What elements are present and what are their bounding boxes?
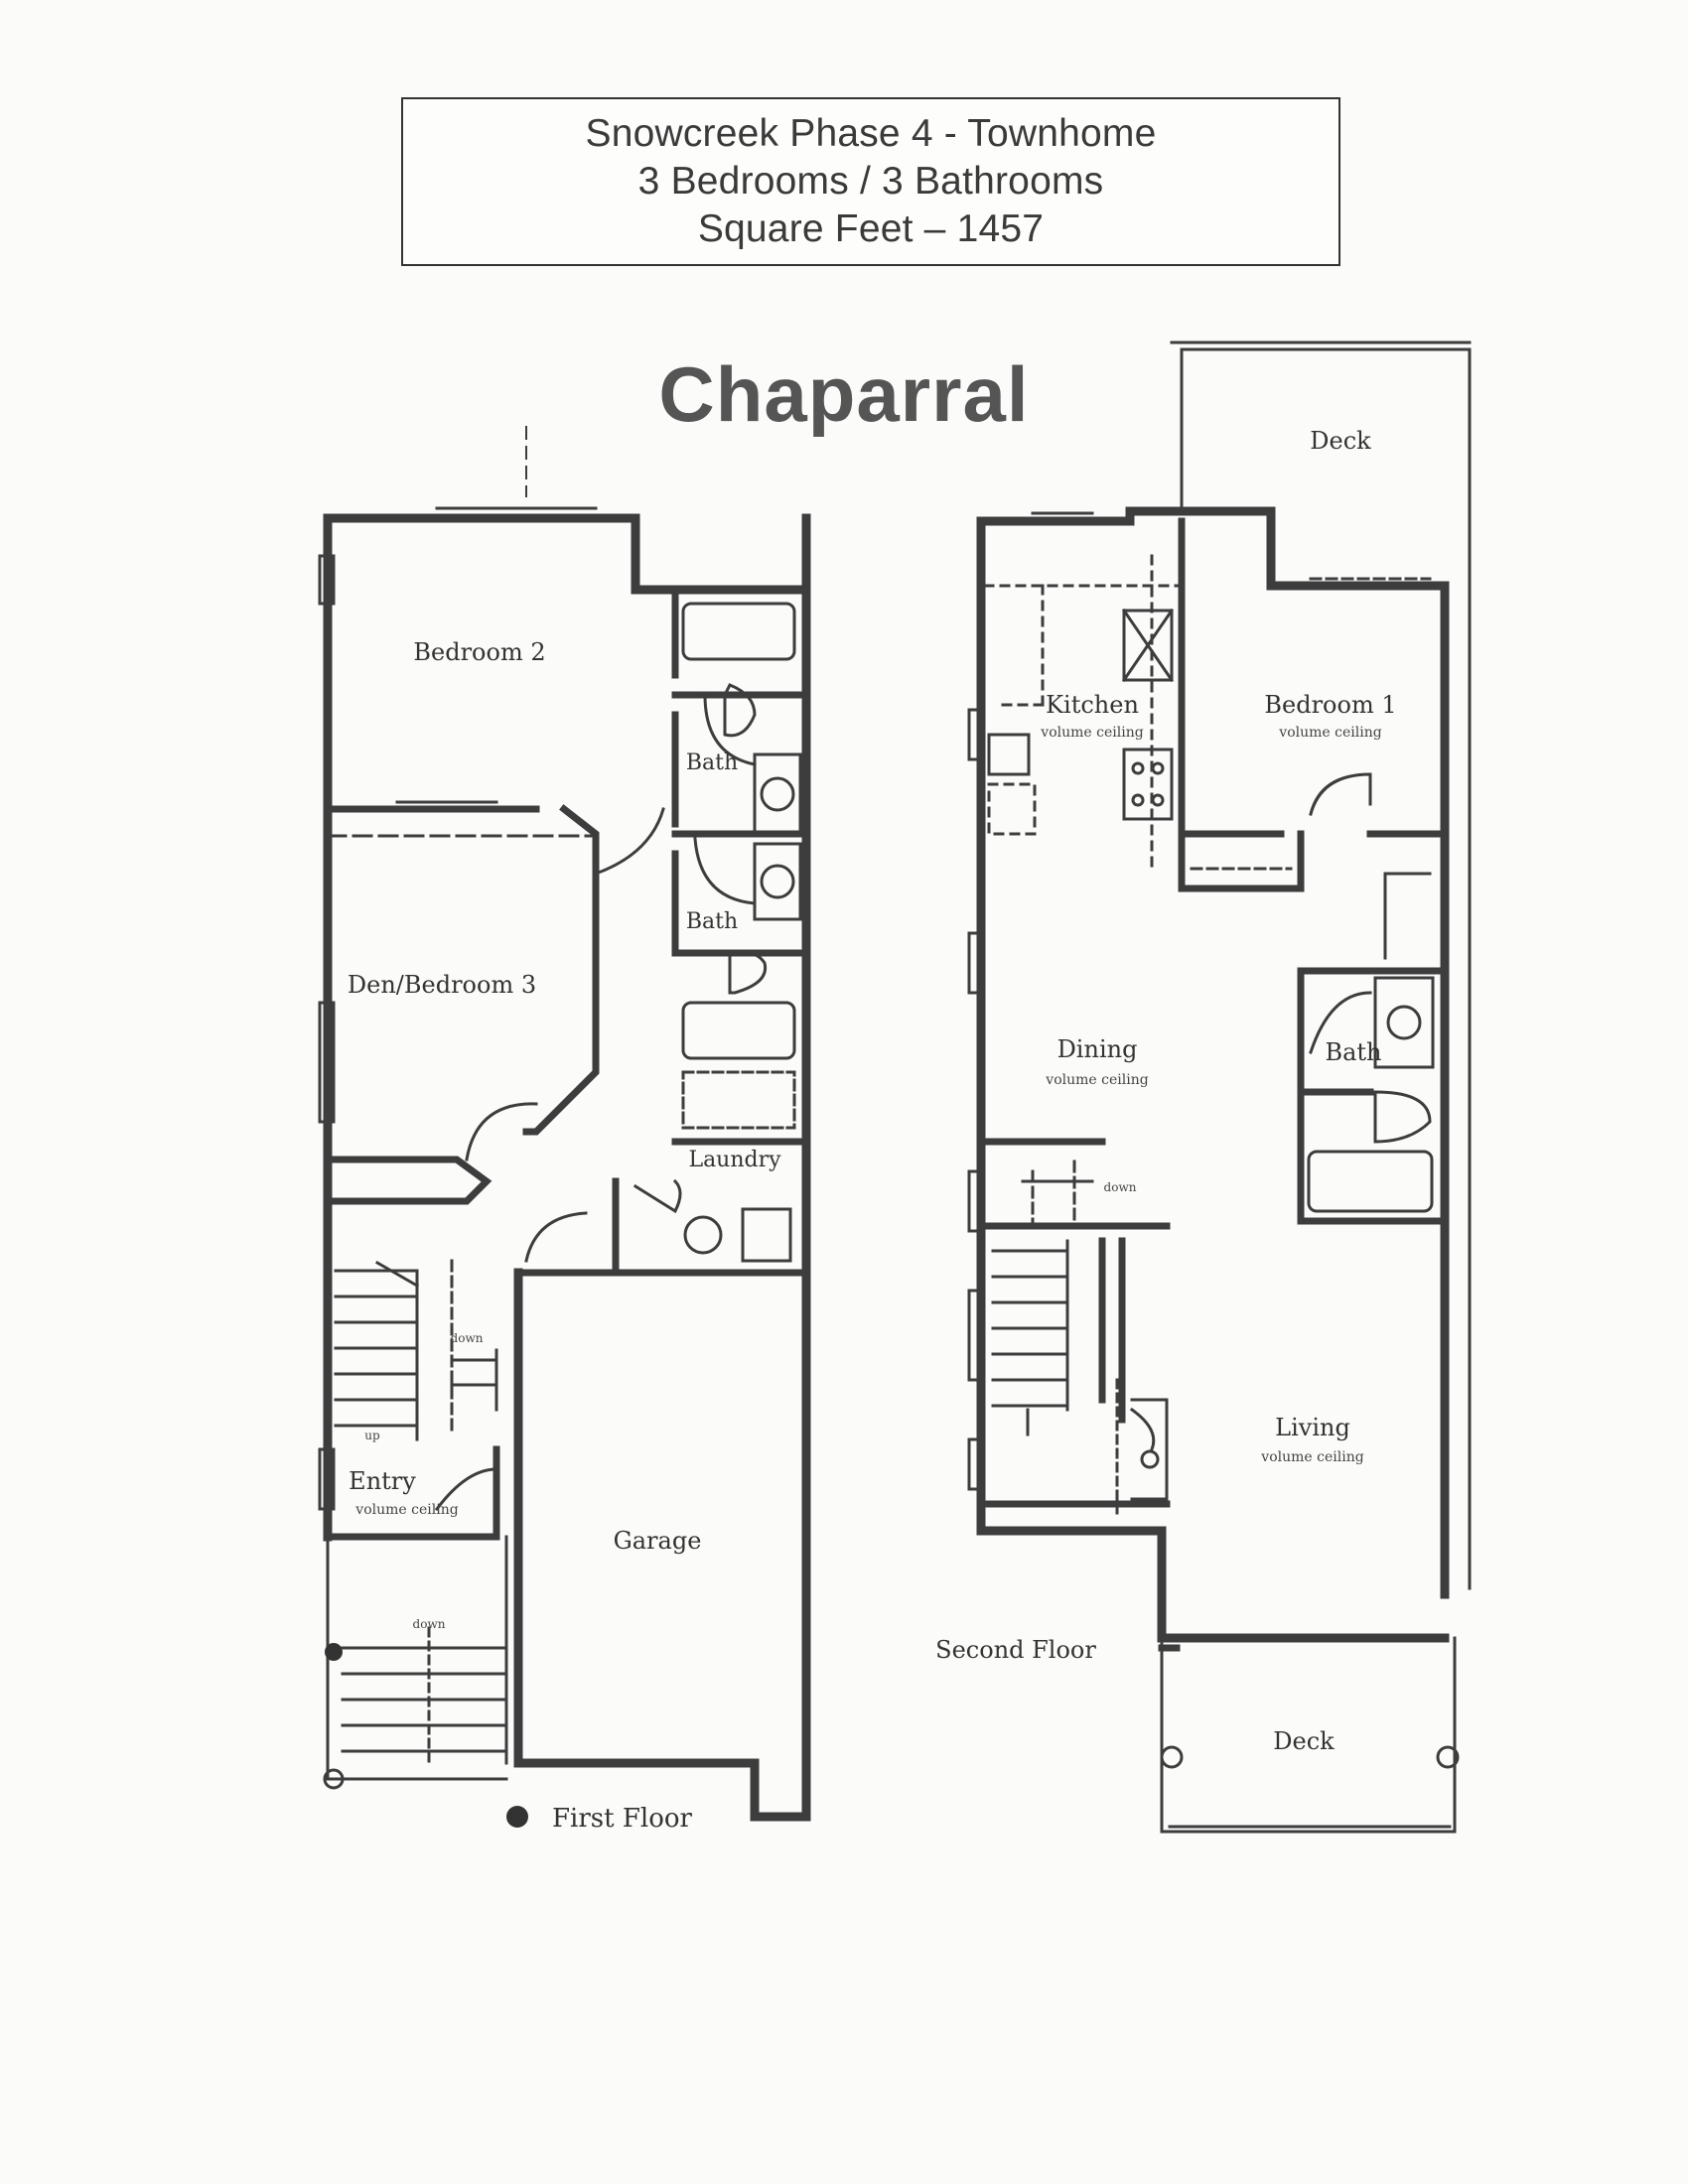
living-ceiling-note: volume ceiling [1260,1449,1363,1465]
room-entry: Entry [349,1467,416,1495]
room-deck-bottom: Deck [1273,1727,1335,1755]
porch-outline [326,1535,508,1781]
second-floor-outer-wall [976,506,1450,1599]
first-floor-stairs [334,1259,498,1441]
second-floor-stairs [991,1160,1094,1436]
room-bath-upper: Bath [686,751,738,775]
first-floor-plan [318,426,811,1822]
room-dining: Dining [1057,1035,1138,1063]
first-floor-marker-dot [506,1806,528,1828]
first-floor-outer-wall [323,513,811,595]
garage-outline [513,1268,811,1822]
title-box: Snowcreek Phase 4 - Townhome 3 Bedrooms … [401,97,1340,266]
porch-down-note: down [413,1617,446,1631]
stair-down-note: down [451,1331,484,1345]
porch-steps [341,1626,508,1769]
room-laundry: Laundry [688,1148,781,1172]
header-line-community: Snowcreek Phase 4 - Townhome [585,112,1157,155]
deck-top-outline [1170,341,1472,1590]
second-floor-plan [967,341,1472,1834]
room-bedroom-1: Bedroom 1 [1264,691,1396,719]
header-line-beds-baths: 3 Bedrooms / 3 Bathrooms [637,160,1104,203]
stair-up-note: up [364,1429,380,1442]
second-floor-label: Second Floor [935,1636,1096,1664]
kitchen-ceiling-note: volume ceiling [1040,725,1143,741]
header-line-square-feet: Square Feet – 1457 [697,207,1045,250]
plan-name: Chaparral [658,350,1030,438]
bedroom1-ceiling-note: volume ceiling [1278,725,1381,741]
room-bath-lower: Bath [686,909,738,934]
first-floor-label: First Floor [552,1804,693,1834]
room-garage: Garage [614,1527,702,1555]
second-stair-down-note: down [1104,1180,1137,1194]
room-deck-top: Deck [1310,427,1371,455]
room-bedroom-2: Bedroom 2 [413,638,545,666]
room-living: Living [1275,1414,1350,1441]
deck-bottom-outline [1160,1636,1457,1834]
room-den-bedroom-3: Den/Bedroom 3 [348,971,536,999]
second-floor-left-wall [976,516,1450,1643]
room-bath-second-floor: Bath [1325,1038,1381,1066]
entry-ceiling-note: volume ceiling [354,1502,458,1518]
bath-fixtures [681,602,802,1060]
room-kitchen: Kitchen [1046,691,1139,719]
dining-ceiling-note: volume ceiling [1045,1072,1148,1088]
